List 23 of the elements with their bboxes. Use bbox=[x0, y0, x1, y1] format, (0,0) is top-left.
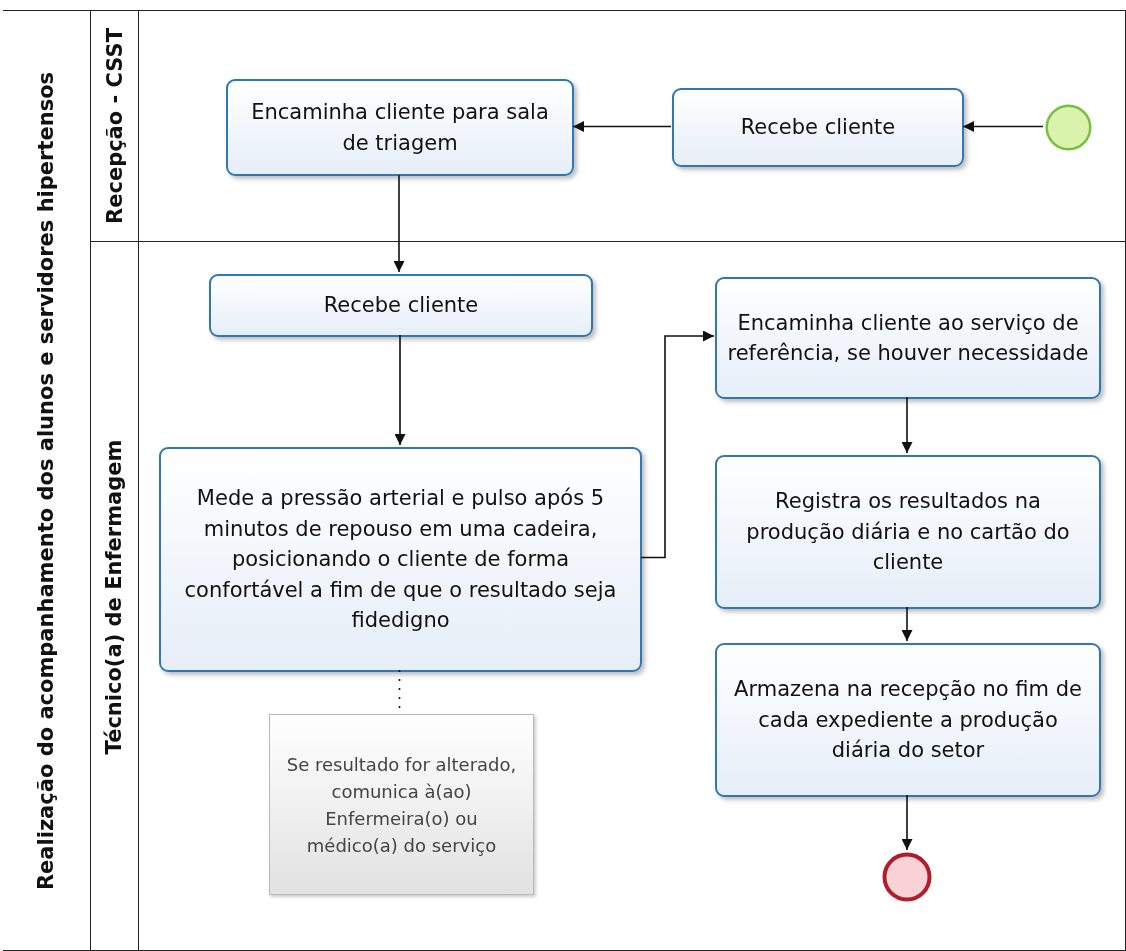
sequence-arrow bbox=[901, 396, 913, 454]
swimlane bbox=[90, 241, 1126, 951]
sequence-arrow bbox=[640, 330, 715, 559]
task-box: Registra os resultados na produção diária e no cartão do cliente bbox=[715, 455, 1101, 609]
task-box: Encaminha cliente ao serviço de referência, se houver necessidade bbox=[715, 277, 1101, 399]
sequence-arrow bbox=[962, 121, 1044, 132]
task-box: Armazena na recepção no fim de cada expediente a produção diária do setor bbox=[715, 643, 1101, 797]
task-box: Recebe cliente bbox=[209, 274, 593, 337]
pool bbox=[3, 10, 1126, 951]
sequence-arrow bbox=[572, 121, 672, 132]
task-box: Recebe cliente bbox=[672, 88, 964, 167]
pool-title: Realização do acompanhamento dos alunos e servidores hipertensos bbox=[34, 71, 59, 890]
lane-title: Técnico(a) de Enfermagem bbox=[102, 439, 127, 755]
sequence-arrow bbox=[393, 174, 405, 273]
sequence-arrow bbox=[901, 794, 913, 851]
sequence-arrow bbox=[394, 334, 406, 446]
lane-title: Recepção - CSST bbox=[102, 28, 127, 224]
start-event-circle bbox=[1044, 104, 1093, 151]
task-box: Mede a pressão arterial e pulso após 5 minutos de repouso em uma cadeira, posicionando o cliente de forma confortável a fim de que o resultado seja fidedigno bbox=[159, 447, 642, 672]
sequence-arrow bbox=[901, 606, 913, 642]
end-event-circle bbox=[881, 852, 933, 902]
task-box: Encaminha cliente para sala de triagem bbox=[226, 79, 574, 176]
annotation-box: Se resultado for alterado, comunica à(ao) Enfermeira(o) ou médico(a) do serviço bbox=[269, 714, 534, 895]
